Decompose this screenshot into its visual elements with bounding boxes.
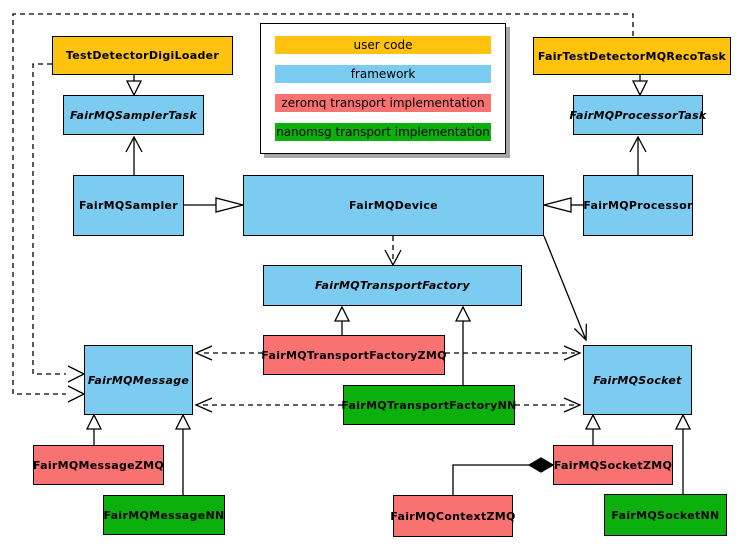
node-fairmqsocketzmq: FairMQSocketZMQ (553, 445, 673, 485)
edge-messagezmq-message (85, 413, 103, 445)
legend-item-user-code: user code (275, 36, 491, 54)
legend-label: framework (350, 67, 416, 81)
node-fairmqmessagezmq: FairMQMessageZMQ (33, 445, 164, 485)
edge-factorynn-factory (454, 305, 472, 385)
legend-label: nanomsg transport implementation (276, 125, 490, 139)
edge-device-factory (384, 236, 402, 267)
edge-contextzmq-socketzmq (452, 457, 555, 495)
edge-factoryzmq-message (194, 345, 263, 361)
node-fairmqsampler: FairMQSampler (73, 175, 184, 236)
node-fairmqcontextzmq: FairMQContextZMQ (390, 495, 515, 537)
edge-factorynn-socket (515, 397, 582, 413)
node-fairmqmessagenn: FairMQMessageNN (103, 495, 225, 535)
legend-item-nanomsg: nanomsg transport implementation (275, 123, 491, 141)
node-fairmqtransportfactory: FairMQTransportFactory (263, 265, 522, 306)
legend-item-framework: framework (275, 65, 491, 83)
legend-item-zeromq: zeromq transport implementation (275, 94, 491, 112)
edge-socketzmq-socket (584, 413, 602, 445)
edge-factoryzmq-factory (333, 305, 351, 335)
edge-factorynn-message (194, 397, 343, 413)
node-fairtestdetectormqrecotask: FairTestDetectorMQRecoTask (533, 37, 731, 75)
edge-device-socket (543, 235, 588, 342)
node-fairmqprocessortask: FairMQProcessorTask (569, 95, 706, 135)
node-fairmqsamplertask: FairMQSamplerTask (63, 95, 204, 135)
edge-recotask-processortask (631, 75, 649, 97)
legend: user code framework zeromq transport imp… (260, 23, 506, 154)
node-testdetectordigiloader: TestDetectorDigiLoader (52, 36, 233, 75)
edge-sampler-device (184, 197, 246, 213)
legend-label: zeromq transport implementation (281, 96, 485, 110)
edge-messagenn-message (174, 413, 192, 495)
legend-label: user code (353, 38, 413, 52)
edge-processor-processortask (629, 135, 647, 175)
node-fairmqprocessor: FairMQProcessor (583, 175, 693, 236)
node-fairmqtransportfactorynn: FairMQTransportFactoryNN (341, 385, 516, 425)
edge-factoryzmq-socket (445, 345, 582, 361)
node-fairmqdevice: FairMQDevice (243, 175, 544, 236)
node-fairmqmessage: FairMQMessage (84, 345, 193, 415)
edge-sampler-samplertask (125, 135, 143, 175)
edge-socketnn-socket (674, 413, 692, 494)
edge-processor-device (541, 197, 583, 213)
edge-digiloader-samplertask (125, 75, 143, 97)
node-fairmqsocketnn: FairMQSocketNN (604, 494, 727, 536)
node-fairmqtransportfactoryzmq: FairMQTransportFactoryZMQ (261, 335, 446, 375)
node-fairmqsocket: FairMQSocket (583, 345, 692, 415)
